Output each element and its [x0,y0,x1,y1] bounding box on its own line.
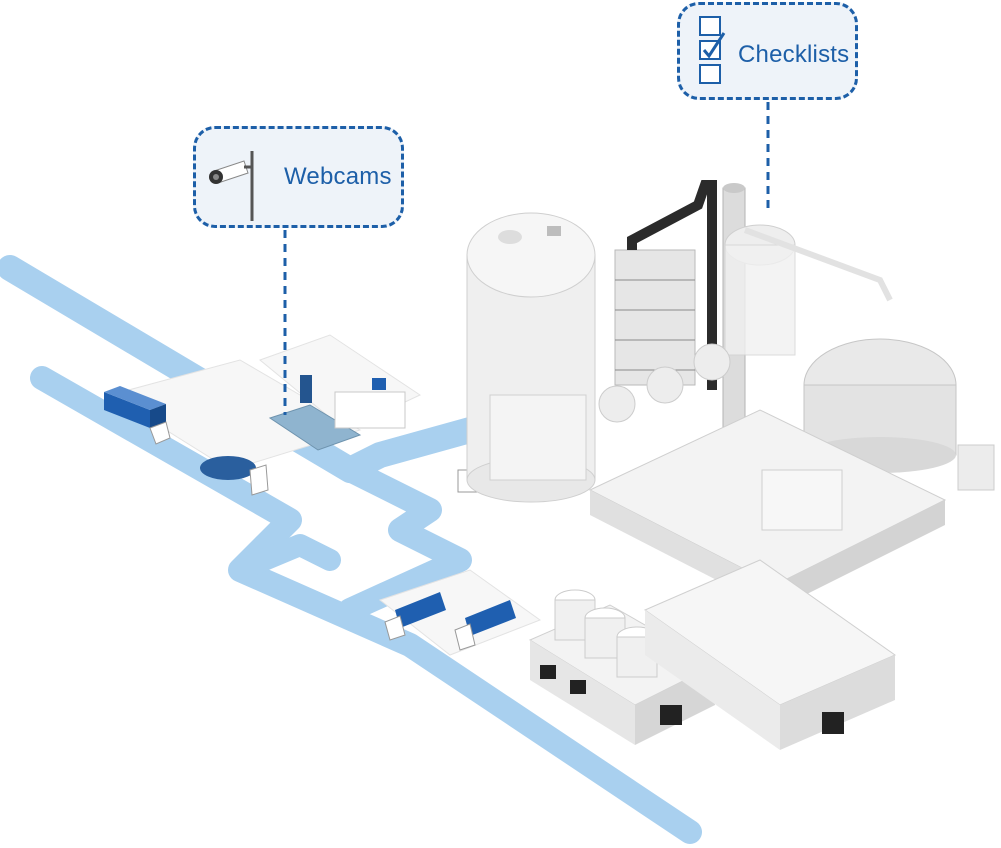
cooling-frame [615,250,695,385]
silo [467,213,595,502]
webcams-label: Webcams [284,163,392,191]
checklists-label: Checklists [738,41,849,69]
warehouses [530,560,895,750]
plant-structures [590,183,994,610]
checklist-icon [698,13,728,89]
webcam-icon [204,151,262,221]
webcams-callout[interactable]: Webcams [193,126,404,228]
gate-kiosk [335,392,405,428]
checklists-callout[interactable]: Checklists [677,2,858,100]
